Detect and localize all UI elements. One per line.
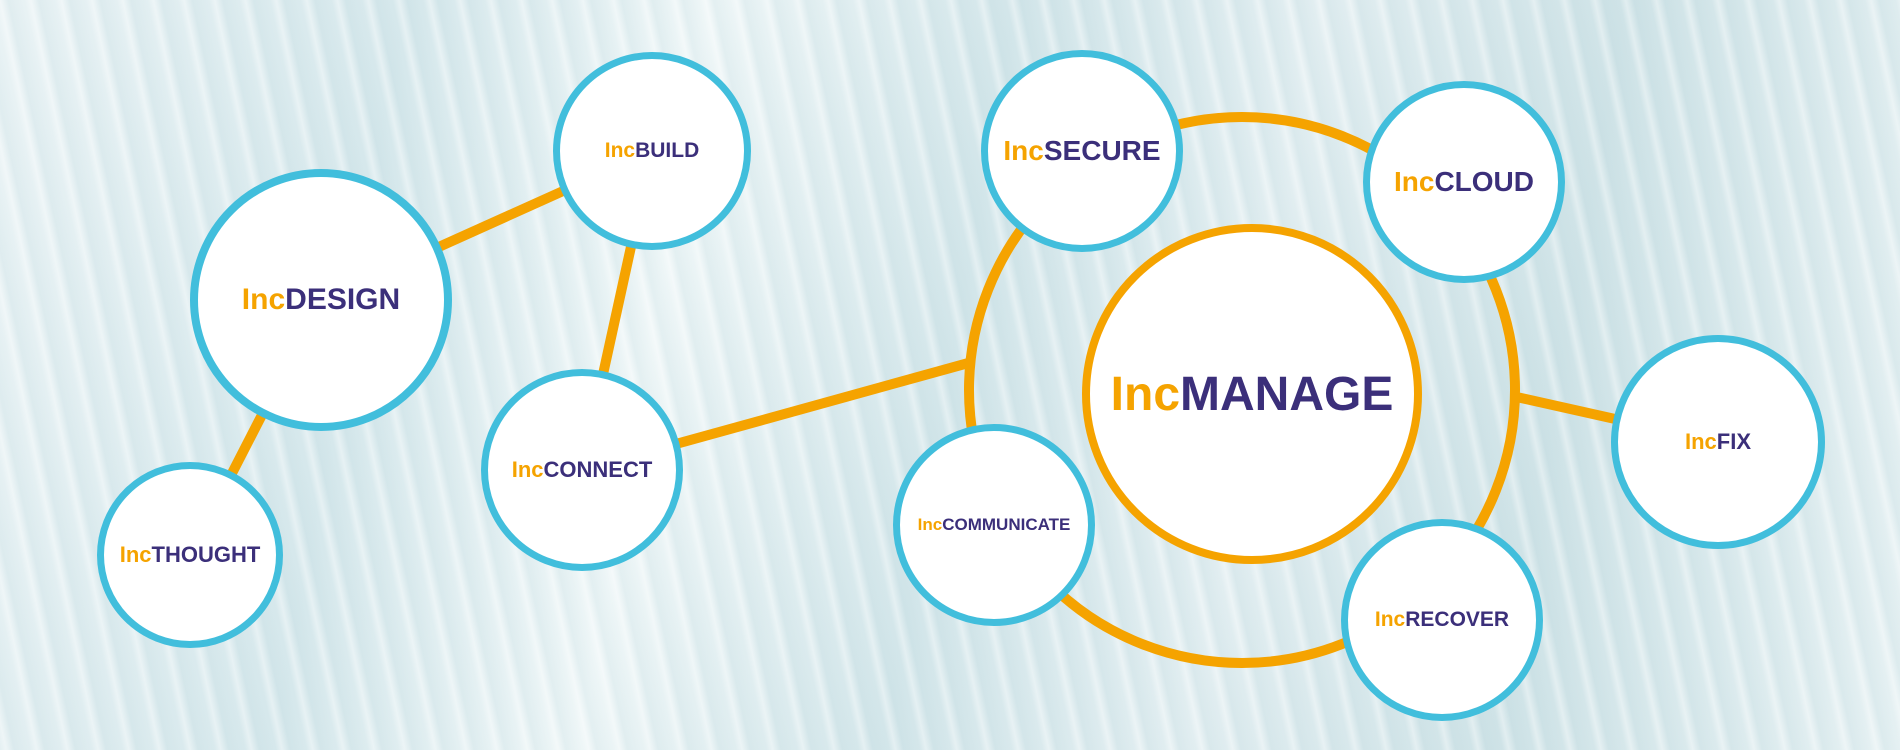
node-prefix: Inc — [1110, 367, 1181, 421]
node-prefix: Inc — [1393, 166, 1435, 197]
node-prefix: Inc — [241, 283, 286, 316]
node-prefix: Inc — [511, 457, 544, 482]
node-prefix: Inc — [917, 515, 943, 534]
node-label: CONNECT — [543, 457, 653, 482]
node-prefix: Inc — [604, 139, 636, 162]
node-label: SECURE — [1043, 135, 1161, 166]
node-prefix: Inc — [1003, 135, 1044, 166]
node-label: COMMUNICATE — [942, 515, 1071, 534]
node-prefix: Inc — [1684, 429, 1717, 454]
node-label: RECOVER — [1405, 608, 1510, 631]
node-prefix: Inc — [119, 542, 152, 567]
manage-orbit-ring — [964, 112, 1520, 668]
node-label: THOUGHT — [151, 542, 261, 567]
node-label: CLOUD — [1434, 166, 1534, 197]
node-prefix: Inc — [1374, 608, 1406, 631]
node-label: MANAGE — [1180, 367, 1394, 421]
node-label: DESIGN — [285, 283, 401, 316]
node-label: BUILD — [635, 139, 700, 162]
node-label: FIX — [1716, 429, 1752, 454]
